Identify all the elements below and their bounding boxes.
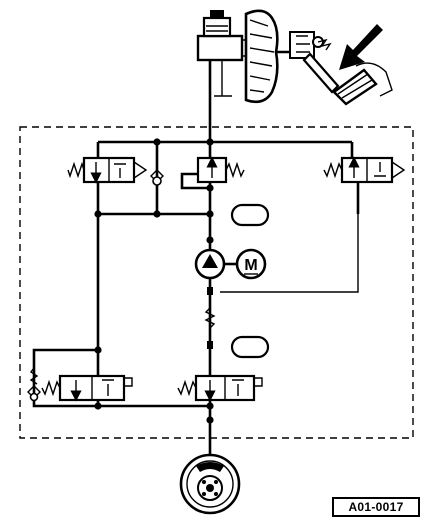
- brake-pedal-pad: [332, 68, 378, 106]
- fluid-reservoir: [202, 16, 232, 38]
- accumulator-lower: [230, 335, 270, 359]
- master-cylinder-mount: [214, 60, 232, 97]
- master-cylinder: [196, 34, 244, 62]
- check-valve-lower-left: [27, 367, 41, 402]
- throttle-restrictor: [204, 287, 216, 349]
- valve-top-left: [67, 156, 148, 184]
- brake-booster-assembly: [196, 9, 393, 106]
- pedal-force-arrow: [339, 24, 383, 70]
- accumulator-upper: [230, 203, 270, 227]
- driver-foot: [355, 62, 393, 97]
- hydraulic-unit-boundary: [19, 126, 414, 439]
- valve-top-right: [323, 156, 406, 184]
- pedal-return-spring: [317, 38, 332, 51]
- wheel-brake: [179, 453, 241, 515]
- pump-motor: M: [224, 248, 267, 280]
- valve-bottom-left: [41, 374, 133, 402]
- brake-caliper: [196, 462, 224, 472]
- figure-id-label: A01-0017: [332, 497, 420, 517]
- check-valve-upper: [150, 166, 164, 192]
- pressure-relief-valve: [180, 156, 245, 190]
- reservoir-cap: [210, 10, 224, 18]
- valve-bottom-center: [177, 374, 263, 402]
- junction-nodes: [94, 138, 214, 424]
- motor-label: M: [244, 257, 257, 274]
- return-pump: [194, 248, 226, 280]
- brake-pedal-arm: [302, 52, 340, 94]
